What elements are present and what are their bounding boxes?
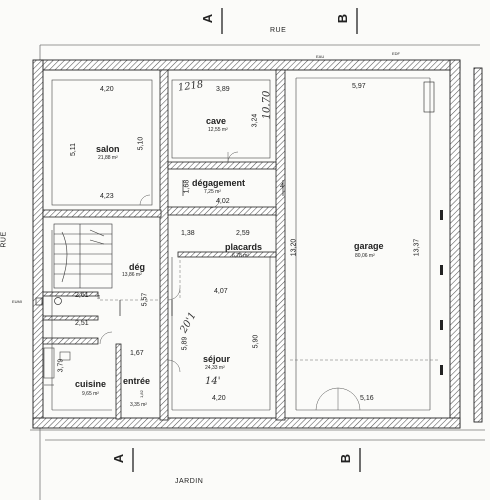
section-b-top: B xyxy=(335,13,351,24)
dim-sejour-right: 5,90 xyxy=(252,334,260,349)
meter-symbol xyxy=(35,297,62,306)
room-name-degagement: dégagement xyxy=(192,178,246,188)
dim-deg-left-a: 2,61 xyxy=(75,292,89,299)
dim-entree-top: 1,67 xyxy=(130,350,144,357)
dim-sejour-left: 5,89 xyxy=(181,336,189,351)
dim-garage-left: 13,20 xyxy=(290,238,298,257)
room-area-entree: 3,35 m² xyxy=(130,402,147,408)
room-name-garage: garage xyxy=(354,241,384,251)
dim-garage-top: 5,97 xyxy=(352,83,366,90)
dim-cave-top: 3,89 xyxy=(216,86,230,93)
dim-placards-left: 1,38 xyxy=(181,230,195,237)
dim-salon-right: 5,10 xyxy=(137,136,145,151)
street-label-left: RUE xyxy=(0,231,8,248)
dashed-lines xyxy=(100,260,440,361)
room-area-cuisine: 9,65 m² xyxy=(82,391,99,397)
dim-placards-right: 2,59 xyxy=(236,230,250,237)
room-area-garage: 80,06 m² xyxy=(355,253,375,259)
dim-deg-height: 5,57 xyxy=(141,292,149,307)
dim-entree-vert: 1,82 xyxy=(138,390,144,398)
dim-degagement-width: 4,02 xyxy=(216,198,230,205)
utility-label-edf: EDF xyxy=(392,51,400,56)
room-name-placards: placards xyxy=(225,242,263,252)
outer-walls xyxy=(32,59,483,429)
dim-deg-left-b: 2,51 xyxy=(75,320,89,327)
utility-label-eau: EAU xyxy=(316,54,325,59)
room-name-deg: dég xyxy=(129,262,146,272)
room-area-degagement: 7,25 m² xyxy=(204,189,221,195)
section-lines xyxy=(132,8,361,472)
street-label-top: RUE xyxy=(270,27,287,34)
dim-deg-small-vert: 1,68 xyxy=(183,179,191,194)
street-label-bottom: JARDIN xyxy=(175,478,204,485)
dim-small-99: 99 xyxy=(96,294,102,300)
dim-cave-right: 3,24 xyxy=(251,113,259,128)
dim-garage-right: 13,37 xyxy=(413,238,421,257)
kitchen-fixtures xyxy=(43,347,71,386)
interior-walls xyxy=(42,69,286,421)
room-area-deg: 13,86 m² xyxy=(122,272,142,278)
dim-salon-top: 4,20 xyxy=(100,86,114,93)
room-lines xyxy=(51,77,431,411)
dim-garage-bottom: 5,16 xyxy=(360,395,374,402)
handwritten-note-1070: 10.70 xyxy=(261,90,273,120)
dim-small-4: 4 xyxy=(280,183,284,190)
section-b-bottom: B xyxy=(338,453,354,464)
room-area-sejour: 24,33 m² xyxy=(205,365,225,371)
handwritten-note-14: 14' xyxy=(205,376,221,387)
section-markers xyxy=(119,180,284,316)
dim-mid-width: 4,07 xyxy=(214,288,228,295)
door-swings xyxy=(99,151,361,411)
room-name-entree: entrée xyxy=(123,376,151,386)
room-area-placards: 6,78 m² xyxy=(232,253,249,259)
section-a-bottom: A xyxy=(111,453,127,464)
room-area-cave: 12,55 m² xyxy=(208,127,228,133)
garage-windows xyxy=(423,81,443,375)
room-name-sejour: séjour xyxy=(203,354,231,364)
utility-label-left: EUMI xyxy=(12,299,22,304)
dim-sejour-bottom: 4,20 xyxy=(212,395,226,402)
room-area-salon: 21,88 m² xyxy=(98,155,118,161)
staircase xyxy=(53,223,113,289)
section-a-top: A xyxy=(200,13,216,24)
room-name-cave: cave xyxy=(206,116,227,126)
room-name-salon: salon xyxy=(96,144,120,154)
room-name-cuisine: cuisine xyxy=(75,379,107,389)
dim-cuisine-left: 3,79 xyxy=(57,358,65,373)
dim-salon-bottom: 4,23 xyxy=(100,193,114,200)
dim-salon-left: 5,11 xyxy=(70,142,78,157)
